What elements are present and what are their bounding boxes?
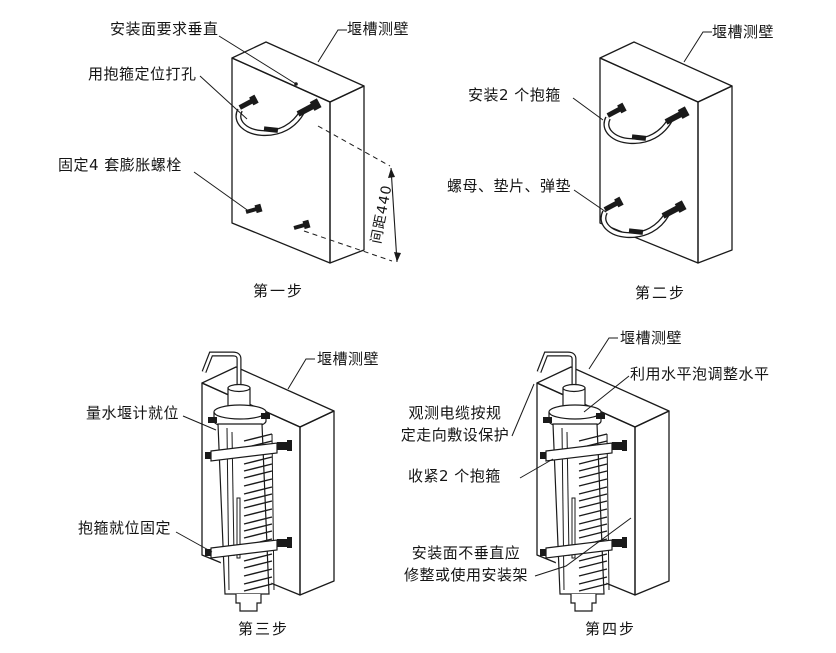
label-wall-step1: 堰槽测壁: [347, 20, 410, 38]
label-wall-step3: 堰槽测壁: [317, 350, 380, 368]
label-clamp-fixed: 抱箍就位固定: [78, 519, 172, 537]
step4-drawing: [511, 337, 670, 611]
label-surface-fix-line2: 修整或使用安装架: [403, 566, 528, 584]
caption-step1: 第一步: [253, 282, 305, 300]
label-wall-step4: 堰槽测壁: [620, 329, 683, 347]
label-nut-washer: 螺母、垫片、弹垫: [447, 177, 572, 195]
label-surface-vertical: 安装面要求垂直: [110, 20, 219, 38]
label-surface-fix-line1: 安装面不垂直应: [411, 544, 521, 562]
label-wall-step2: 堰槽测壁: [712, 23, 775, 41]
step3-drawing: [175, 354, 335, 611]
caption-step3: 第三步: [238, 620, 290, 638]
label-cable-routing: 观测电缆按规 定走向敷设保护: [398, 402, 512, 446]
caption-step2: 第二步: [635, 284, 687, 302]
label-drill-with-clamp: 用抱箍定位打孔: [88, 65, 197, 83]
step1-drawing: [193, 29, 401, 264]
label-cable-routing-line2: 定走向敷设保护: [400, 426, 510, 444]
label-tighten-clamps: 收紧2 个抱箍: [408, 467, 501, 485]
label-cable-routing-line1: 观测电缆按规: [408, 404, 502, 422]
dimension-line: [390, 167, 398, 263]
step2-drawing: [572, 31, 733, 264]
label-gauge-in-place: 量水堰计就位: [86, 404, 180, 422]
caption-step4: 第四步: [585, 620, 637, 638]
label-expansion-bolts: 固定4 套膨胀螺栓: [58, 156, 182, 174]
label-install-clamps: 安装2 个抱箍: [468, 86, 561, 104]
label-level-bubble: 利用水平泡调整水平: [630, 365, 770, 383]
label-surface-fix: 安装面不垂直应 修整或使用安装架: [396, 542, 536, 586]
